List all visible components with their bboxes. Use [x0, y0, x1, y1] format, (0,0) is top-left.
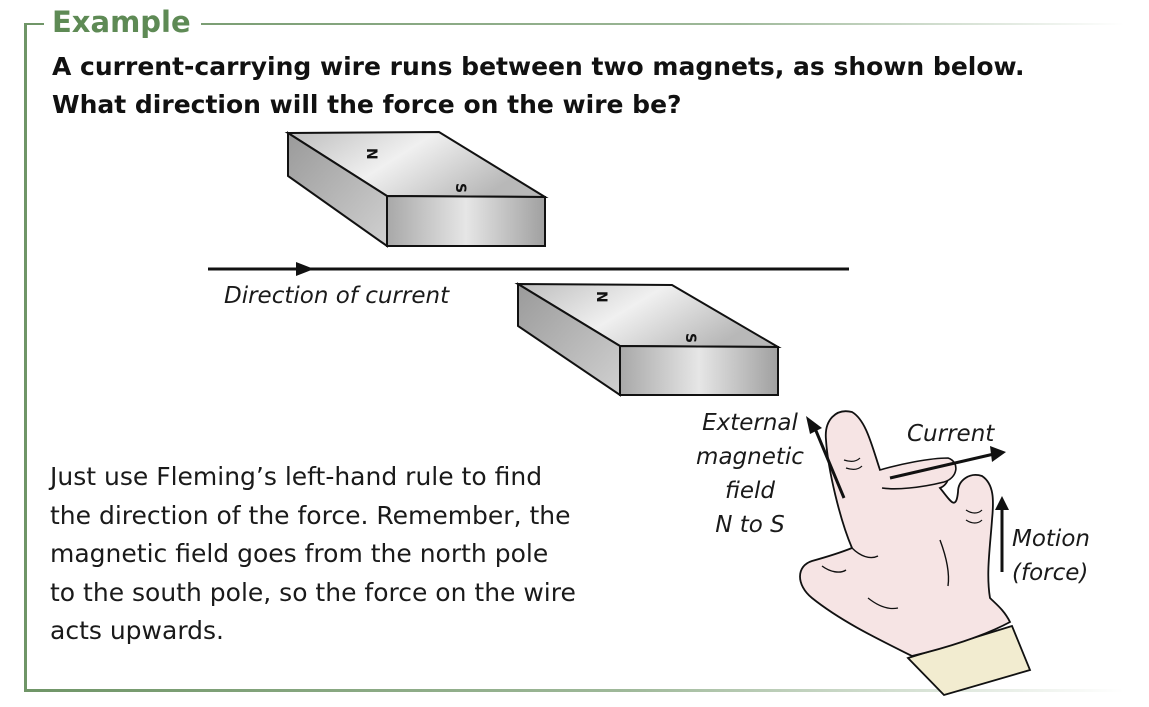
field-arrow-head-icon — [806, 416, 822, 434]
explanation-line-2: the direction of the force. Remember, th… — [50, 500, 571, 530]
left-hand-illustration — [799, 410, 1032, 697]
magnet-top-south-pole: S — [452, 183, 468, 193]
magnet-bottom: N S — [514, 282, 782, 397]
hand-palm — [799, 410, 1012, 657]
field-label-line-3: field — [725, 478, 775, 504]
explanation-line-3: magnetic field goes from the north pole — [50, 539, 549, 568]
explanation-text: Just use Fleming’s left-hand rule to fin… — [50, 458, 650, 651]
question-line-2: What direction will the force on the wir… — [52, 90, 682, 119]
hand-current-label: Current — [907, 421, 995, 447]
current-wire — [208, 262, 849, 276]
magnet-bottom-south-pole: S — [682, 333, 698, 343]
field-label-line-2: magnetic — [696, 444, 804, 470]
field-label: External magnetic field N to S — [696, 410, 804, 538]
direction-of-current-label: Direction of current — [224, 283, 450, 309]
frame-left-border — [24, 23, 27, 691]
magnet-top: N S — [284, 130, 549, 248]
explanation-line-1: Just use Fleming’s left-hand rule to fin… — [50, 462, 543, 491]
explanation-line-4: to the south pole, so the force on the w… — [50, 577, 576, 607]
example-heading: Example — [44, 2, 201, 42]
frame-bottom-border — [24, 689, 1124, 692]
frame-top-border — [24, 23, 1124, 25]
field-label-line-1: External — [702, 410, 798, 436]
current-arrow-icon — [296, 262, 314, 276]
field-label-line-4: N to S — [715, 512, 785, 538]
field-arrow — [812, 425, 846, 499]
magnet-top-north-pole: N — [363, 148, 379, 160]
motion-label: Motion (force) — [1012, 526, 1090, 586]
question-line-1: A current-carrying wire runs between two… — [52, 52, 1025, 81]
motion-label-line-2: (force) — [1012, 560, 1088, 586]
motion-arrow-head-icon — [995, 496, 1009, 510]
current-direction-arrow-head-icon — [990, 446, 1006, 462]
question-text: A current-carrying wire runs between two… — [52, 48, 1052, 124]
magnet-bottom-north-pole: N — [593, 291, 609, 303]
current-direction-arrow — [889, 452, 995, 480]
explanation-line-5: acts upwards. — [50, 616, 224, 645]
motion-label-line-1: Motion — [1012, 526, 1090, 552]
